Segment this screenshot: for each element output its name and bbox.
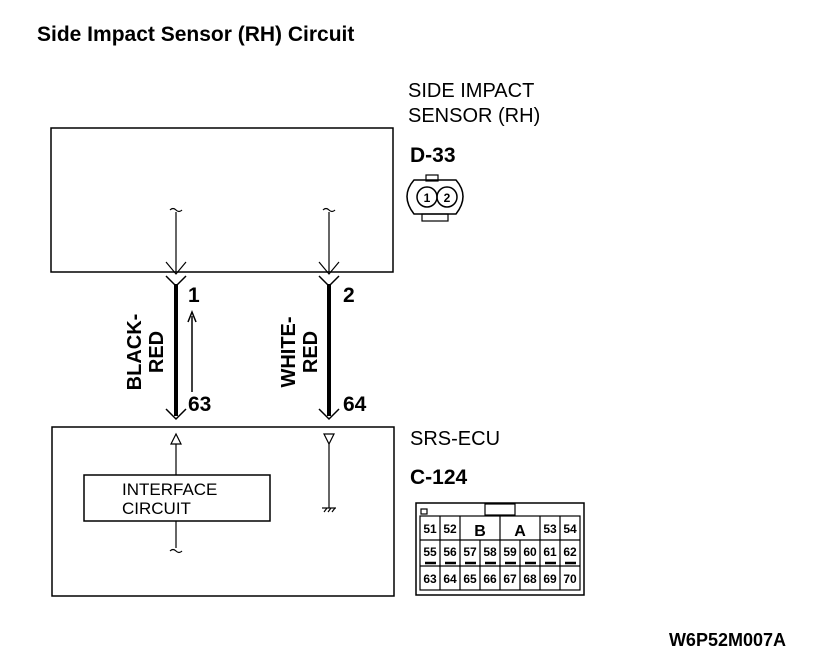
ecu-connector-id: C-124 bbox=[410, 466, 468, 489]
connector-cell: 62 bbox=[563, 545, 577, 559]
connector-cell: 70 bbox=[563, 572, 577, 586]
sensor-connector-pin-2: 2 bbox=[444, 191, 451, 205]
sensor-connector-id: D-33 bbox=[410, 144, 456, 167]
connector-cell: 59 bbox=[503, 545, 517, 559]
connector-cell: 51 bbox=[423, 522, 437, 536]
interface-circuit-box bbox=[83, 474, 271, 522]
connector-cell: 57 bbox=[463, 545, 477, 559]
sensor-connector-icon bbox=[406, 174, 464, 222]
wire-2-color-line2: RED bbox=[300, 331, 322, 373]
connector-cell: 58 bbox=[483, 545, 497, 559]
sensor-name-line2: SENSOR (RH) bbox=[408, 105, 540, 127]
connector-cell: 68 bbox=[523, 572, 537, 586]
connector-cell: 56 bbox=[443, 545, 457, 559]
interface-circuit-line2: CIRCUIT bbox=[122, 499, 191, 518]
connector-cell: 64 bbox=[443, 572, 457, 586]
wire-1-ecu-pin: 63 bbox=[188, 393, 211, 416]
wire-1-color-line1: BLACK- bbox=[124, 314, 146, 391]
connector-cell: 54 bbox=[563, 522, 577, 536]
connector-cell: 69 bbox=[543, 572, 557, 586]
connector-section-b: B bbox=[474, 523, 486, 540]
wire-1-sensor-pin: 1 bbox=[188, 284, 200, 307]
figure-code: W6P52M007A bbox=[669, 630, 786, 650]
connector-cell: 55 bbox=[423, 545, 437, 559]
ecu-name: SRS-ECU bbox=[410, 428, 500, 450]
connector-cell: 67 bbox=[503, 572, 517, 586]
connector-cell: 66 bbox=[483, 572, 497, 586]
interface-circuit-line1: INTERFACE bbox=[122, 480, 217, 499]
sensor-name-line1: SIDE IMPACT bbox=[408, 80, 534, 102]
connector-cell: 63 bbox=[423, 572, 437, 586]
connector-section-a: A bbox=[514, 523, 526, 540]
ecu-internal-lines bbox=[169, 432, 335, 554]
connector-cell: 60 bbox=[523, 545, 537, 559]
wire-1-color-line2: RED bbox=[146, 331, 168, 373]
ecu-connector-face bbox=[415, 502, 585, 596]
wire-2-color-line1: WHITE- bbox=[278, 316, 300, 387]
connector-cell: 65 bbox=[463, 572, 477, 586]
sensor-internal-lines bbox=[165, 207, 340, 275]
wire-2-sensor-pin: 2 bbox=[343, 284, 355, 307]
page-title: Side Impact Sensor (RH) Circuit bbox=[37, 23, 354, 46]
sensor-box bbox=[50, 127, 394, 273]
ecu-box bbox=[51, 426, 395, 597]
connector-cell: 53 bbox=[543, 522, 557, 536]
signal-arrow-icon bbox=[187, 309, 197, 392]
sensor-connector-pin-1: 1 bbox=[424, 191, 431, 205]
connector-cell: 61 bbox=[543, 545, 557, 559]
harness-wires bbox=[165, 275, 340, 421]
connector-cell: 52 bbox=[443, 522, 457, 536]
ground-icon bbox=[322, 507, 336, 513]
wire-2-ecu-pin: 64 bbox=[343, 393, 367, 416]
